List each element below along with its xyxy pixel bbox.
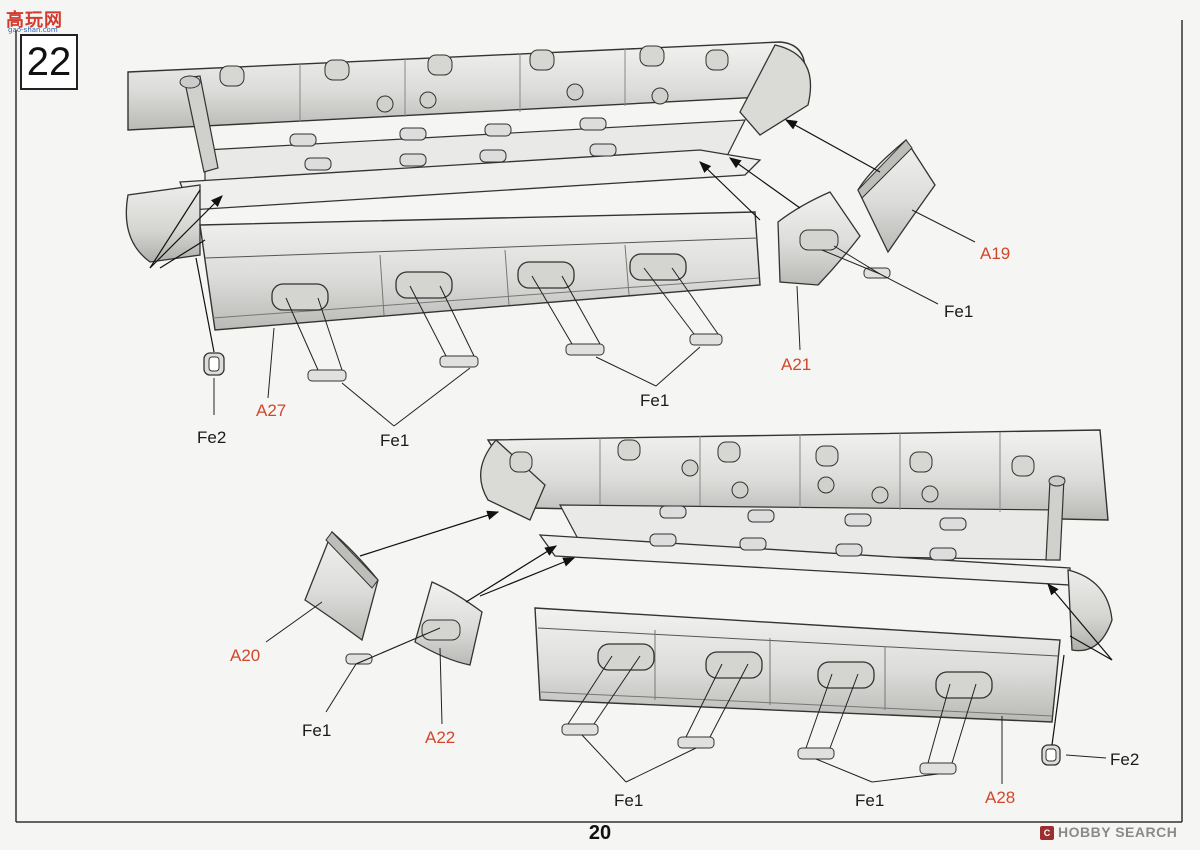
label-fe2-top: Fe2 xyxy=(197,428,227,447)
part-fe2-bottom-shape xyxy=(1041,744,1061,766)
label-a19: A19 xyxy=(980,244,1011,263)
label-a28: A28 xyxy=(985,788,1016,807)
label-a21: A21 xyxy=(781,355,812,374)
part-a22-shape xyxy=(414,581,483,666)
part-a20-shape xyxy=(304,530,379,642)
bottom-assembly-arrows xyxy=(359,510,1113,746)
label-fe1-f: Fe1 xyxy=(855,791,885,810)
label-a22: A22 xyxy=(425,728,456,747)
part-fe2-top-shape xyxy=(203,352,225,376)
step-number-box: 22 xyxy=(20,34,78,90)
watermark-logo-icon: C xyxy=(1040,826,1054,840)
label-fe1-b: Fe1 xyxy=(640,391,670,410)
part-fe1-bottom-small xyxy=(345,653,957,775)
part-a21-shape xyxy=(777,191,861,286)
label-fe1-d: Fe1 xyxy=(302,721,332,740)
step-number: 22 xyxy=(26,40,72,84)
label-fe1-c: Fe1 xyxy=(380,431,410,450)
label-fe2-bottom: Fe2 xyxy=(1110,750,1140,769)
label-a27: A27 xyxy=(256,401,287,420)
site-logo: 高玩网 gao-shan.com xyxy=(6,6,82,36)
logo-url: gao-shan.com xyxy=(8,26,58,34)
watermark: C HOBBY SEARCH xyxy=(1040,824,1192,842)
label-a20: A20 xyxy=(230,646,261,665)
page-number: 20 xyxy=(588,822,612,844)
watermark-text: HOBBY SEARCH xyxy=(1058,824,1178,840)
part-a19-shape xyxy=(857,139,936,254)
bottom-leader-lines xyxy=(265,601,1107,784)
logo-text: 高玩网 xyxy=(6,10,63,30)
label-fe1-a: Fe1 xyxy=(944,302,974,321)
label-fe1-e: Fe1 xyxy=(614,791,644,810)
bottom-boat-hull xyxy=(480,429,1113,723)
top-leader-lines xyxy=(213,209,976,427)
top-assembly-arrows xyxy=(149,119,881,353)
top-boat-hull xyxy=(125,41,812,331)
